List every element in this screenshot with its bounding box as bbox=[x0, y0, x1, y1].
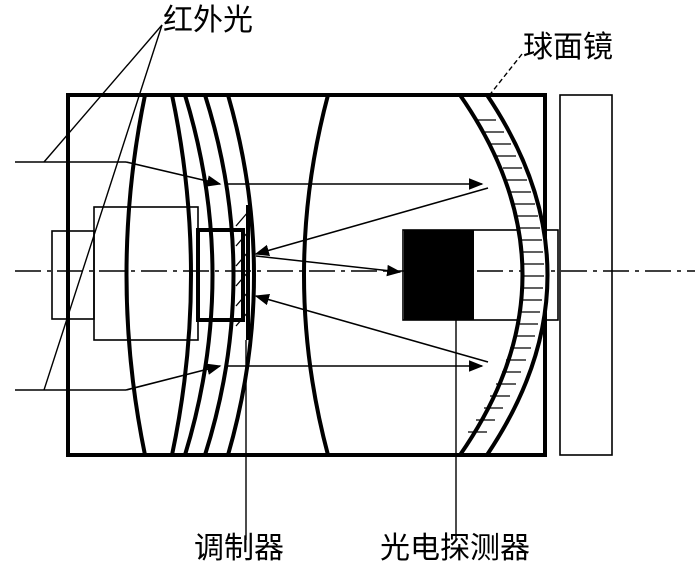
rear-mount-outer bbox=[51, 230, 95, 320]
label-spherical-mirror: 球面镜 bbox=[523, 30, 613, 65]
label-infrared-light: 红外光 bbox=[163, 3, 253, 38]
light-rays bbox=[15, 161, 489, 391]
leader-lines bbox=[43, 24, 523, 540]
modulator-hatching bbox=[235, 211, 249, 327]
lens-meniscus bbox=[182, 93, 236, 457]
label-photodetector: 光电探测器 bbox=[380, 531, 530, 566]
window-plate bbox=[559, 94, 613, 456]
modulator-holder bbox=[196, 228, 245, 322]
mirror-hatching bbox=[468, 119, 544, 433]
spherical-mirror bbox=[456, 93, 550, 457]
rear-mount-inner bbox=[93, 206, 199, 341]
lens-biconcave bbox=[225, 93, 331, 457]
lens-biconvex bbox=[124, 93, 193, 457]
label-modulator: 调制器 bbox=[194, 531, 284, 566]
detector-mount bbox=[402, 229, 559, 321]
photodetector bbox=[404, 230, 474, 320]
